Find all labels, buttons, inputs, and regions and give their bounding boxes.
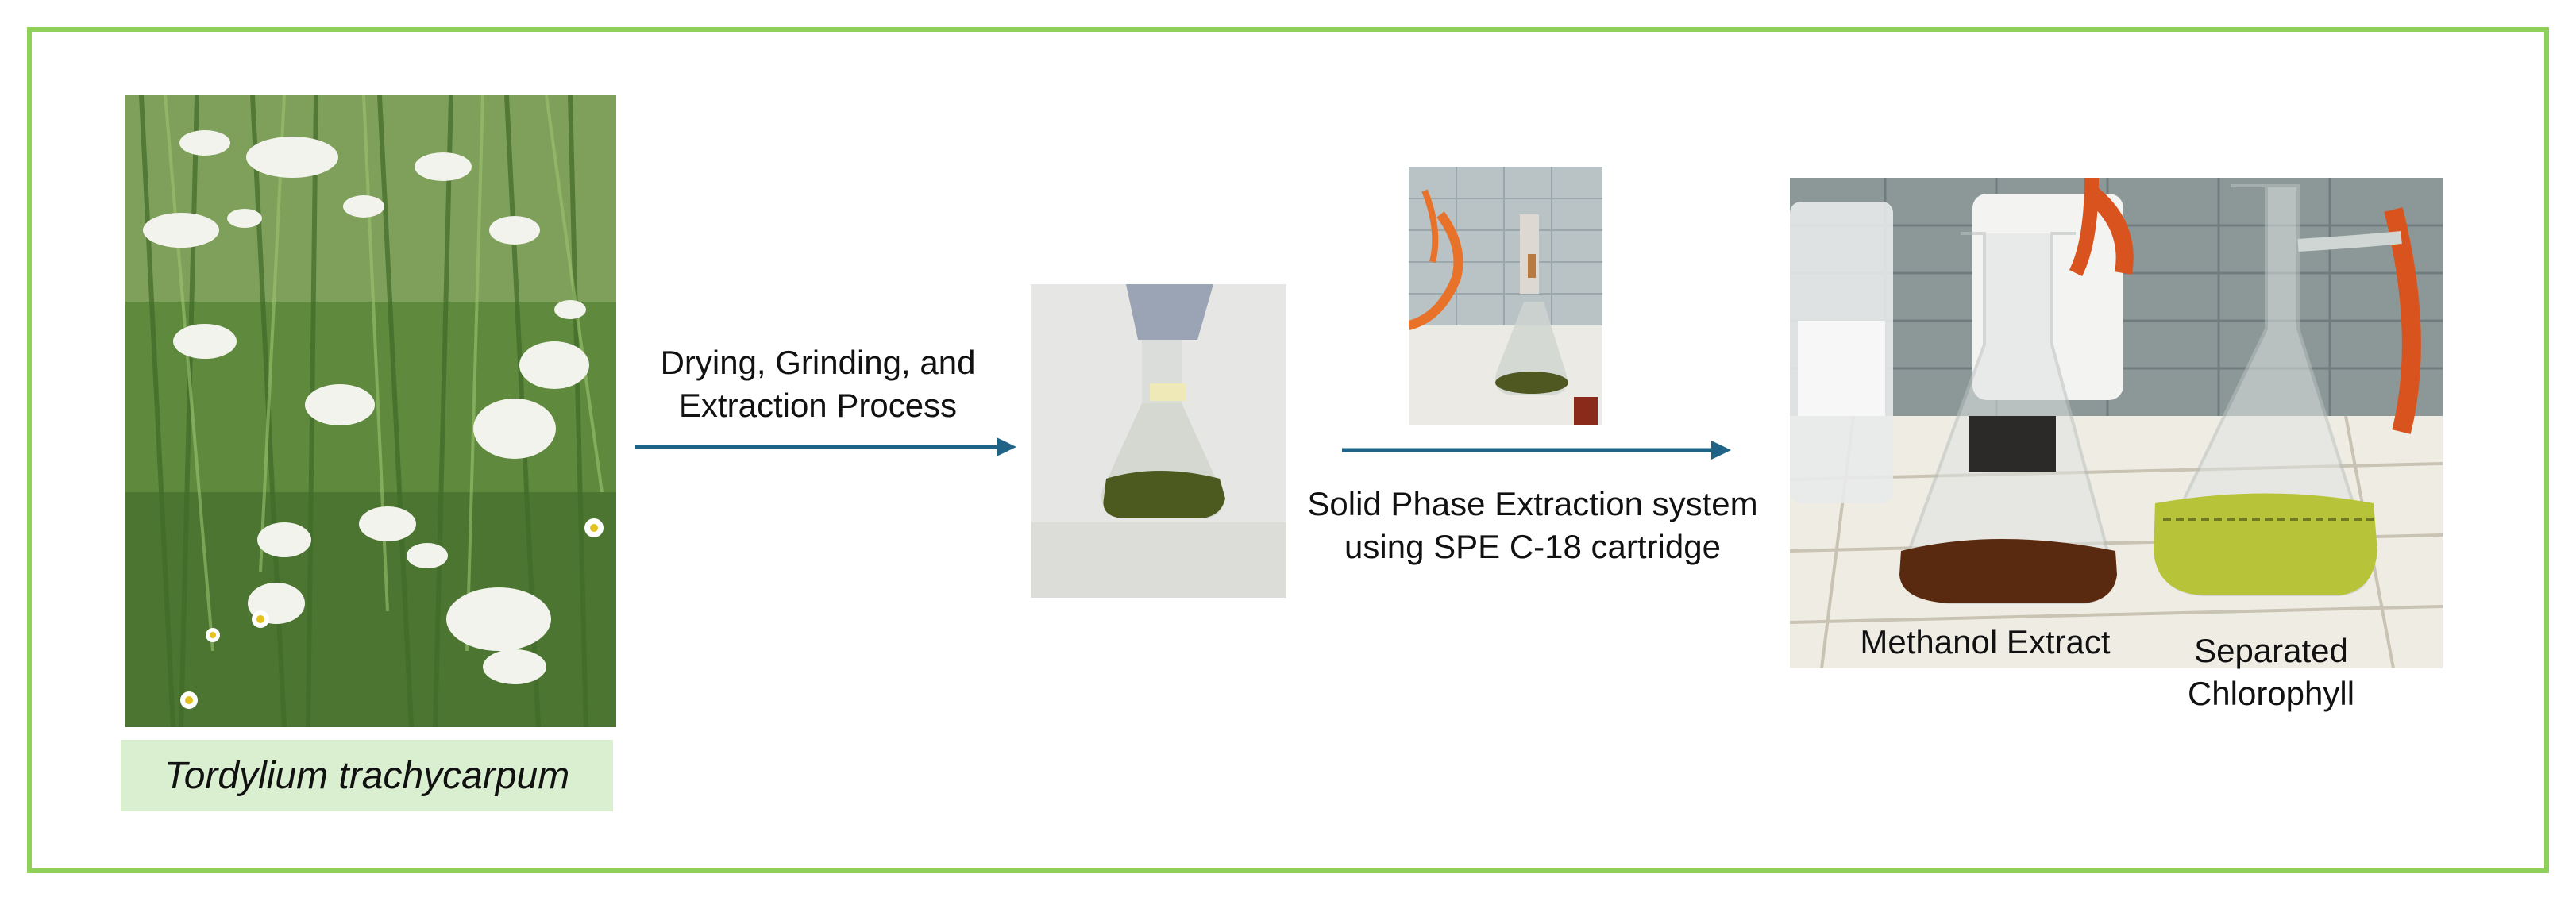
plant-photo: [125, 95, 616, 727]
step2-caption-line2: using SPE C-18 cartridge: [1344, 528, 1721, 565]
step2-caption: Solid Phase Extraction system using SPE …: [1278, 483, 1787, 568]
step1-caption: Drying, Grinding, and Extraction Process: [619, 341, 1016, 427]
separated-chlorophyll-label: Separated Chlorophyll: [2152, 630, 2390, 715]
chlorophyll-label-line1: Separated: [2194, 632, 2348, 669]
methanol-extract-label: Methanol Extract: [1818, 621, 2152, 664]
result-flasks-photo: [1790, 178, 2443, 668]
step2-arrow: [1342, 441, 1731, 460]
spe-apparatus-photo: [1409, 167, 1602, 425]
step2-caption-line1: Solid Phase Extraction system: [1307, 485, 1758, 522]
step1-arrow: [635, 437, 1016, 456]
species-name: Tordylium trachycarpum: [164, 754, 570, 797]
methanol-extract-text: Methanol Extract: [1860, 623, 2111, 660]
species-label: Tordylium trachycarpum: [121, 740, 613, 811]
chlorophyll-label-line2: Chlorophyll: [2187, 675, 2355, 712]
step1-caption-line1: Drying, Grinding, and: [660, 344, 976, 381]
step1-caption-line2: Extraction Process: [678, 387, 958, 424]
extraction-flask-photo: [1031, 284, 1286, 598]
